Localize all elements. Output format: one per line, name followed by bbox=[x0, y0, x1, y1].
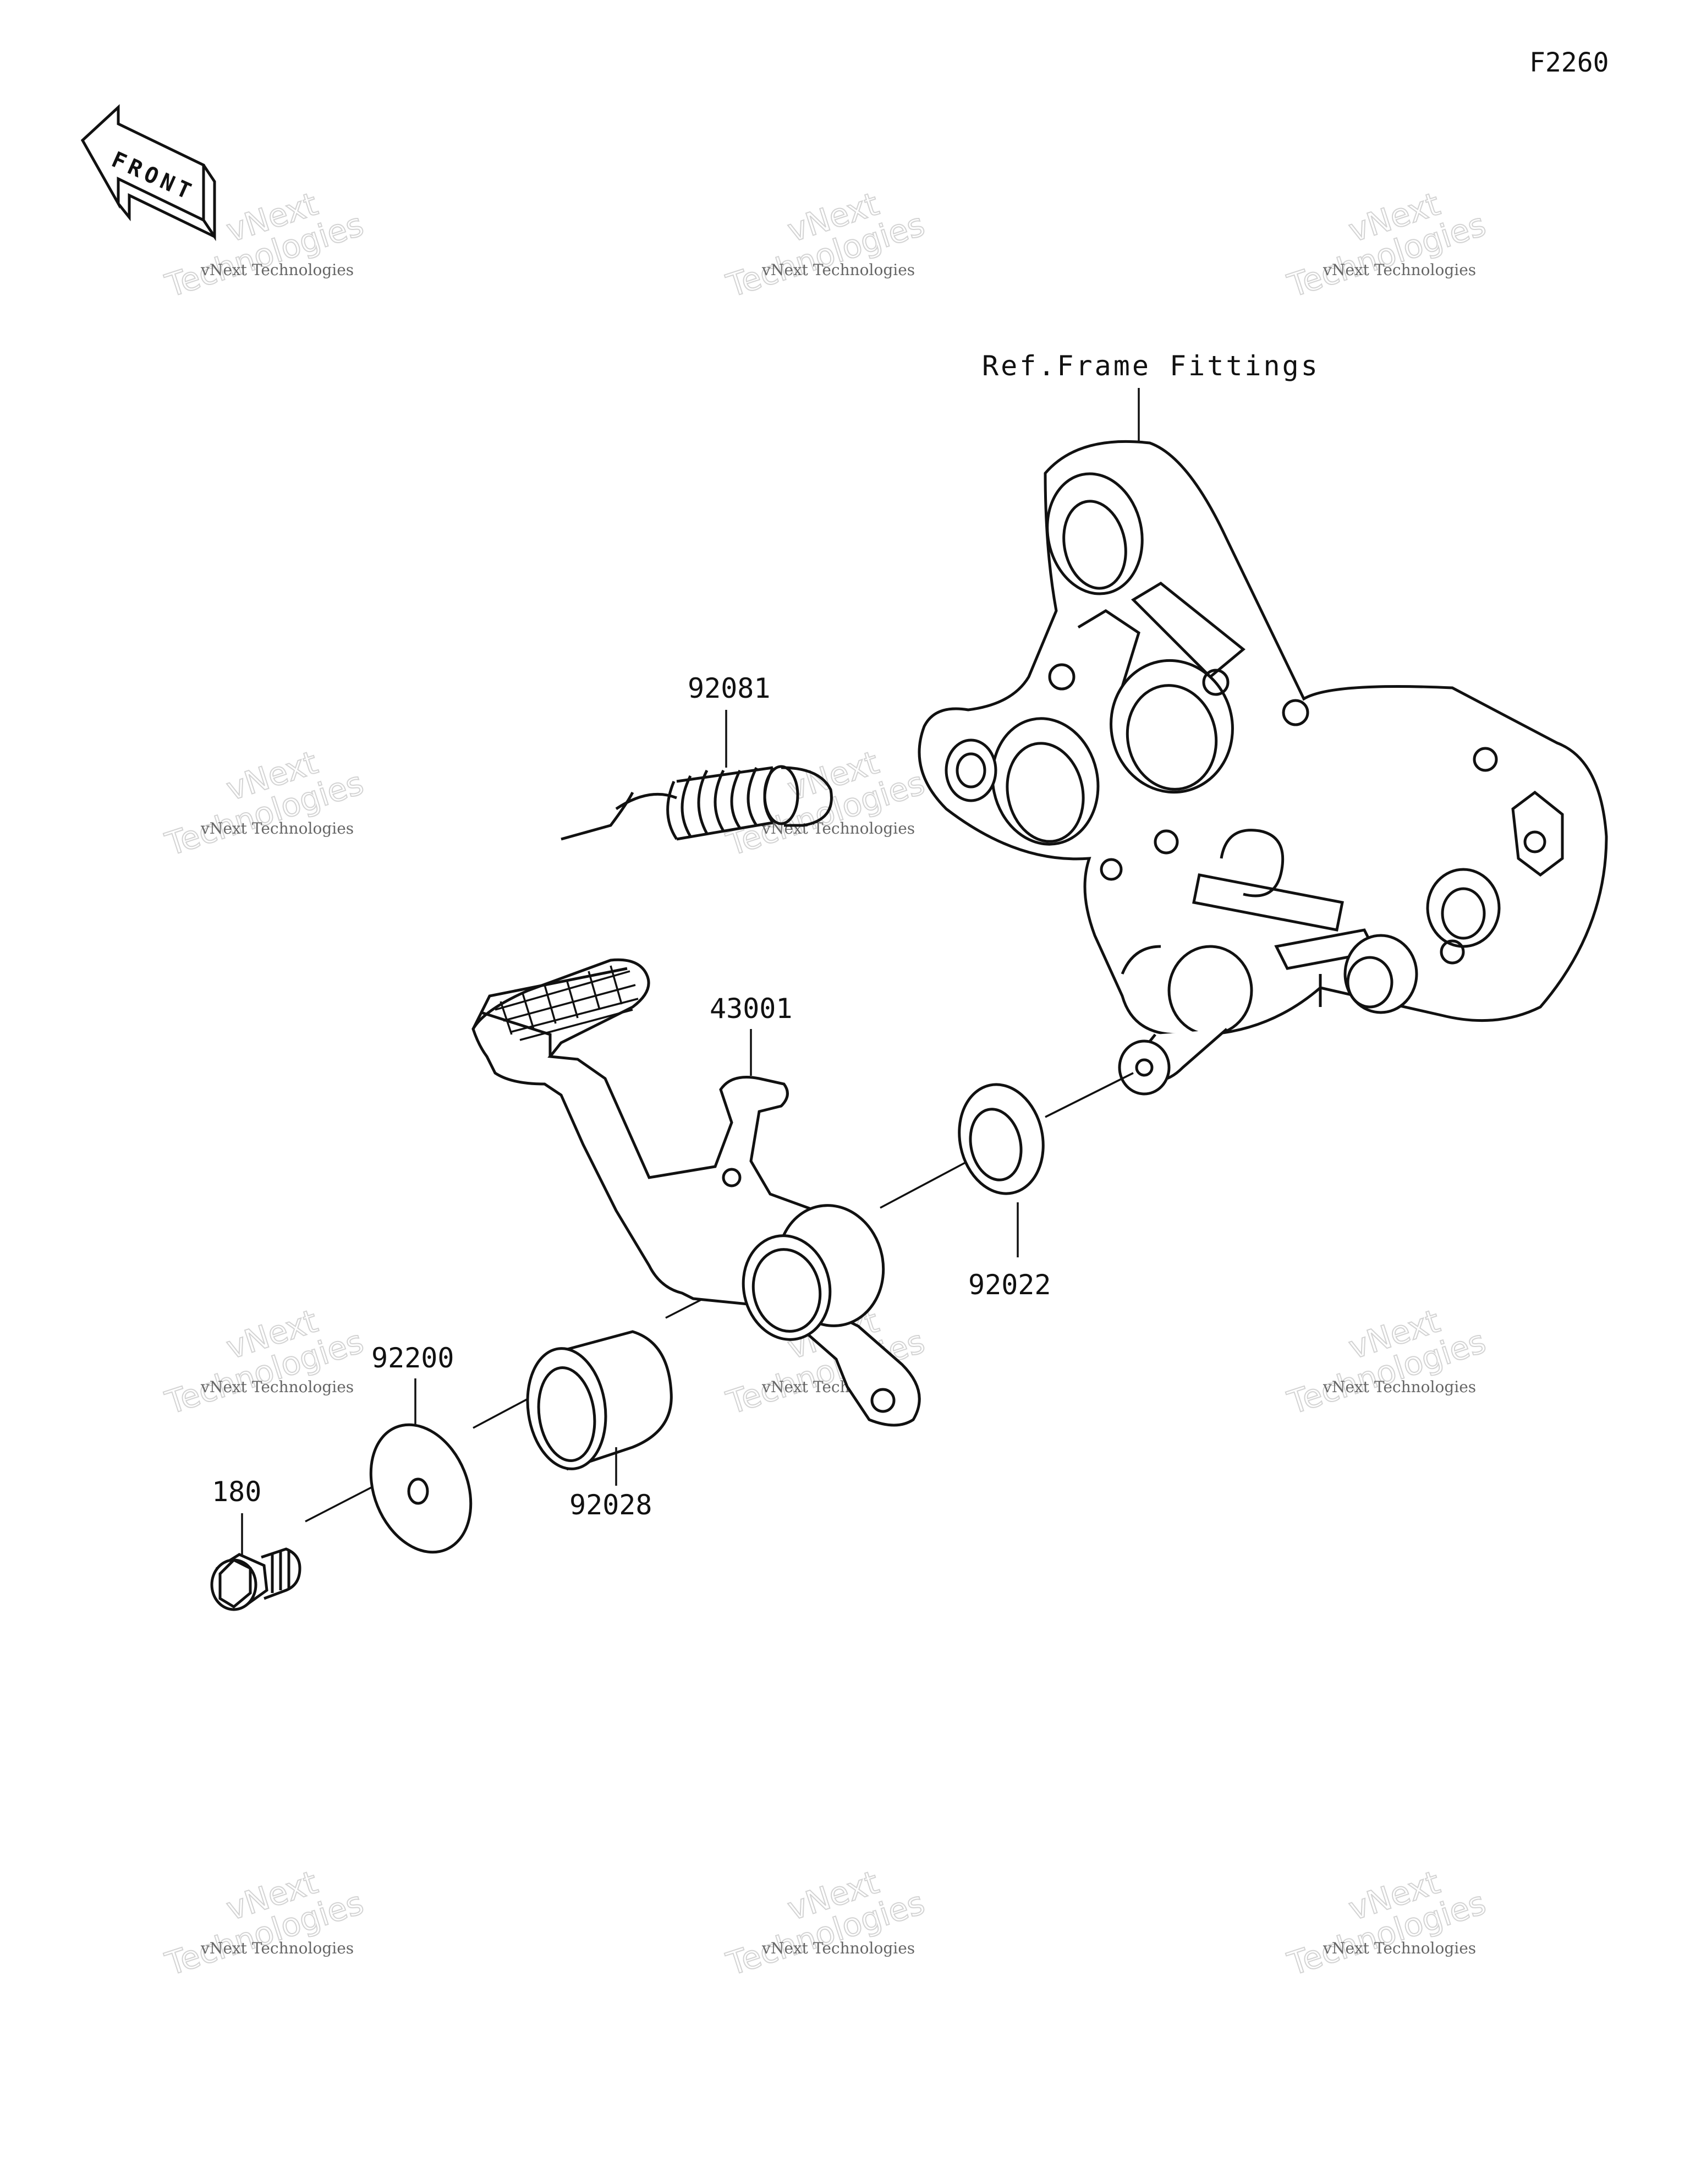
pedal-grip-pattern bbox=[495, 965, 639, 1041]
bolt-180 bbox=[210, 1547, 301, 1611]
svg-text:vNext Technologies: vNext Technologies bbox=[200, 1378, 354, 1396]
part-number-92022: 92022 bbox=[968, 1269, 1051, 1301]
watermark: vNext Technologies vNext Technologies bbox=[1282, 1301, 1490, 1422]
watermark: vNext Technologies vNext Technologies bbox=[160, 1863, 368, 1983]
ref-frame-fittings-label: Ref.Frame Fittings bbox=[982, 350, 1320, 382]
svg-text:vNext Technologies: vNext Technologies bbox=[761, 1939, 915, 1957]
svg-text:vNext Technologies: vNext Technologies bbox=[200, 261, 354, 279]
watermark: vNext Technologies vNext Technologies bbox=[721, 1863, 929, 1983]
watermark: vNext Technologies vNext Technologies bbox=[721, 743, 929, 863]
washer-92200 bbox=[369, 1423, 473, 1554]
pivot-axis-line bbox=[1045, 1072, 1134, 1118]
washer-92022 bbox=[958, 1083, 1045, 1195]
part-number-92200: 92200 bbox=[371, 1342, 454, 1374]
watermark: vNext Technologies vNext Technologies bbox=[160, 1301, 368, 1422]
svg-text:vNext Technologies: vNext Technologies bbox=[1323, 1939, 1476, 1957]
watermark: vNext Technologies vNext Technologies bbox=[1282, 1863, 1490, 1983]
watermark: vNext Technologies vNext Technologies bbox=[1282, 184, 1490, 305]
part-number-43001: 43001 bbox=[710, 993, 793, 1025]
frame-fitting-bracket bbox=[918, 440, 1608, 1096]
brake-pedal-43001 bbox=[471, 958, 921, 1427]
svg-text:vNext Technologies: vNext Technologies bbox=[761, 261, 915, 279]
front-arrow-icon: FRONT bbox=[80, 104, 216, 242]
svg-text:vNext Technologies: vNext Technologies bbox=[200, 819, 354, 838]
part-number-92028: 92028 bbox=[569, 1489, 652, 1521]
svg-text:vNext Technologies: vNext Technologies bbox=[200, 1939, 354, 1957]
watermark-layer: vNext Technologies vNext Technologies vN… bbox=[160, 184, 1490, 1983]
pivot-axis-line bbox=[880, 1160, 969, 1209]
part-number-180: 180 bbox=[212, 1476, 261, 1508]
collar-92028 bbox=[526, 1330, 673, 1471]
svg-text:vNext Technologies: vNext Technologies bbox=[1323, 1378, 1476, 1396]
figure-code: F2260 bbox=[1529, 47, 1609, 78]
watermark: vNext Technologies vNext Technologies bbox=[721, 184, 929, 305]
svg-text:vNext Technologies: vNext Technologies bbox=[1323, 261, 1476, 279]
part-number-92081: 92081 bbox=[688, 672, 771, 704]
watermark: vNext Technologies vNext Technologies bbox=[160, 743, 368, 863]
spring-92081 bbox=[561, 765, 833, 841]
